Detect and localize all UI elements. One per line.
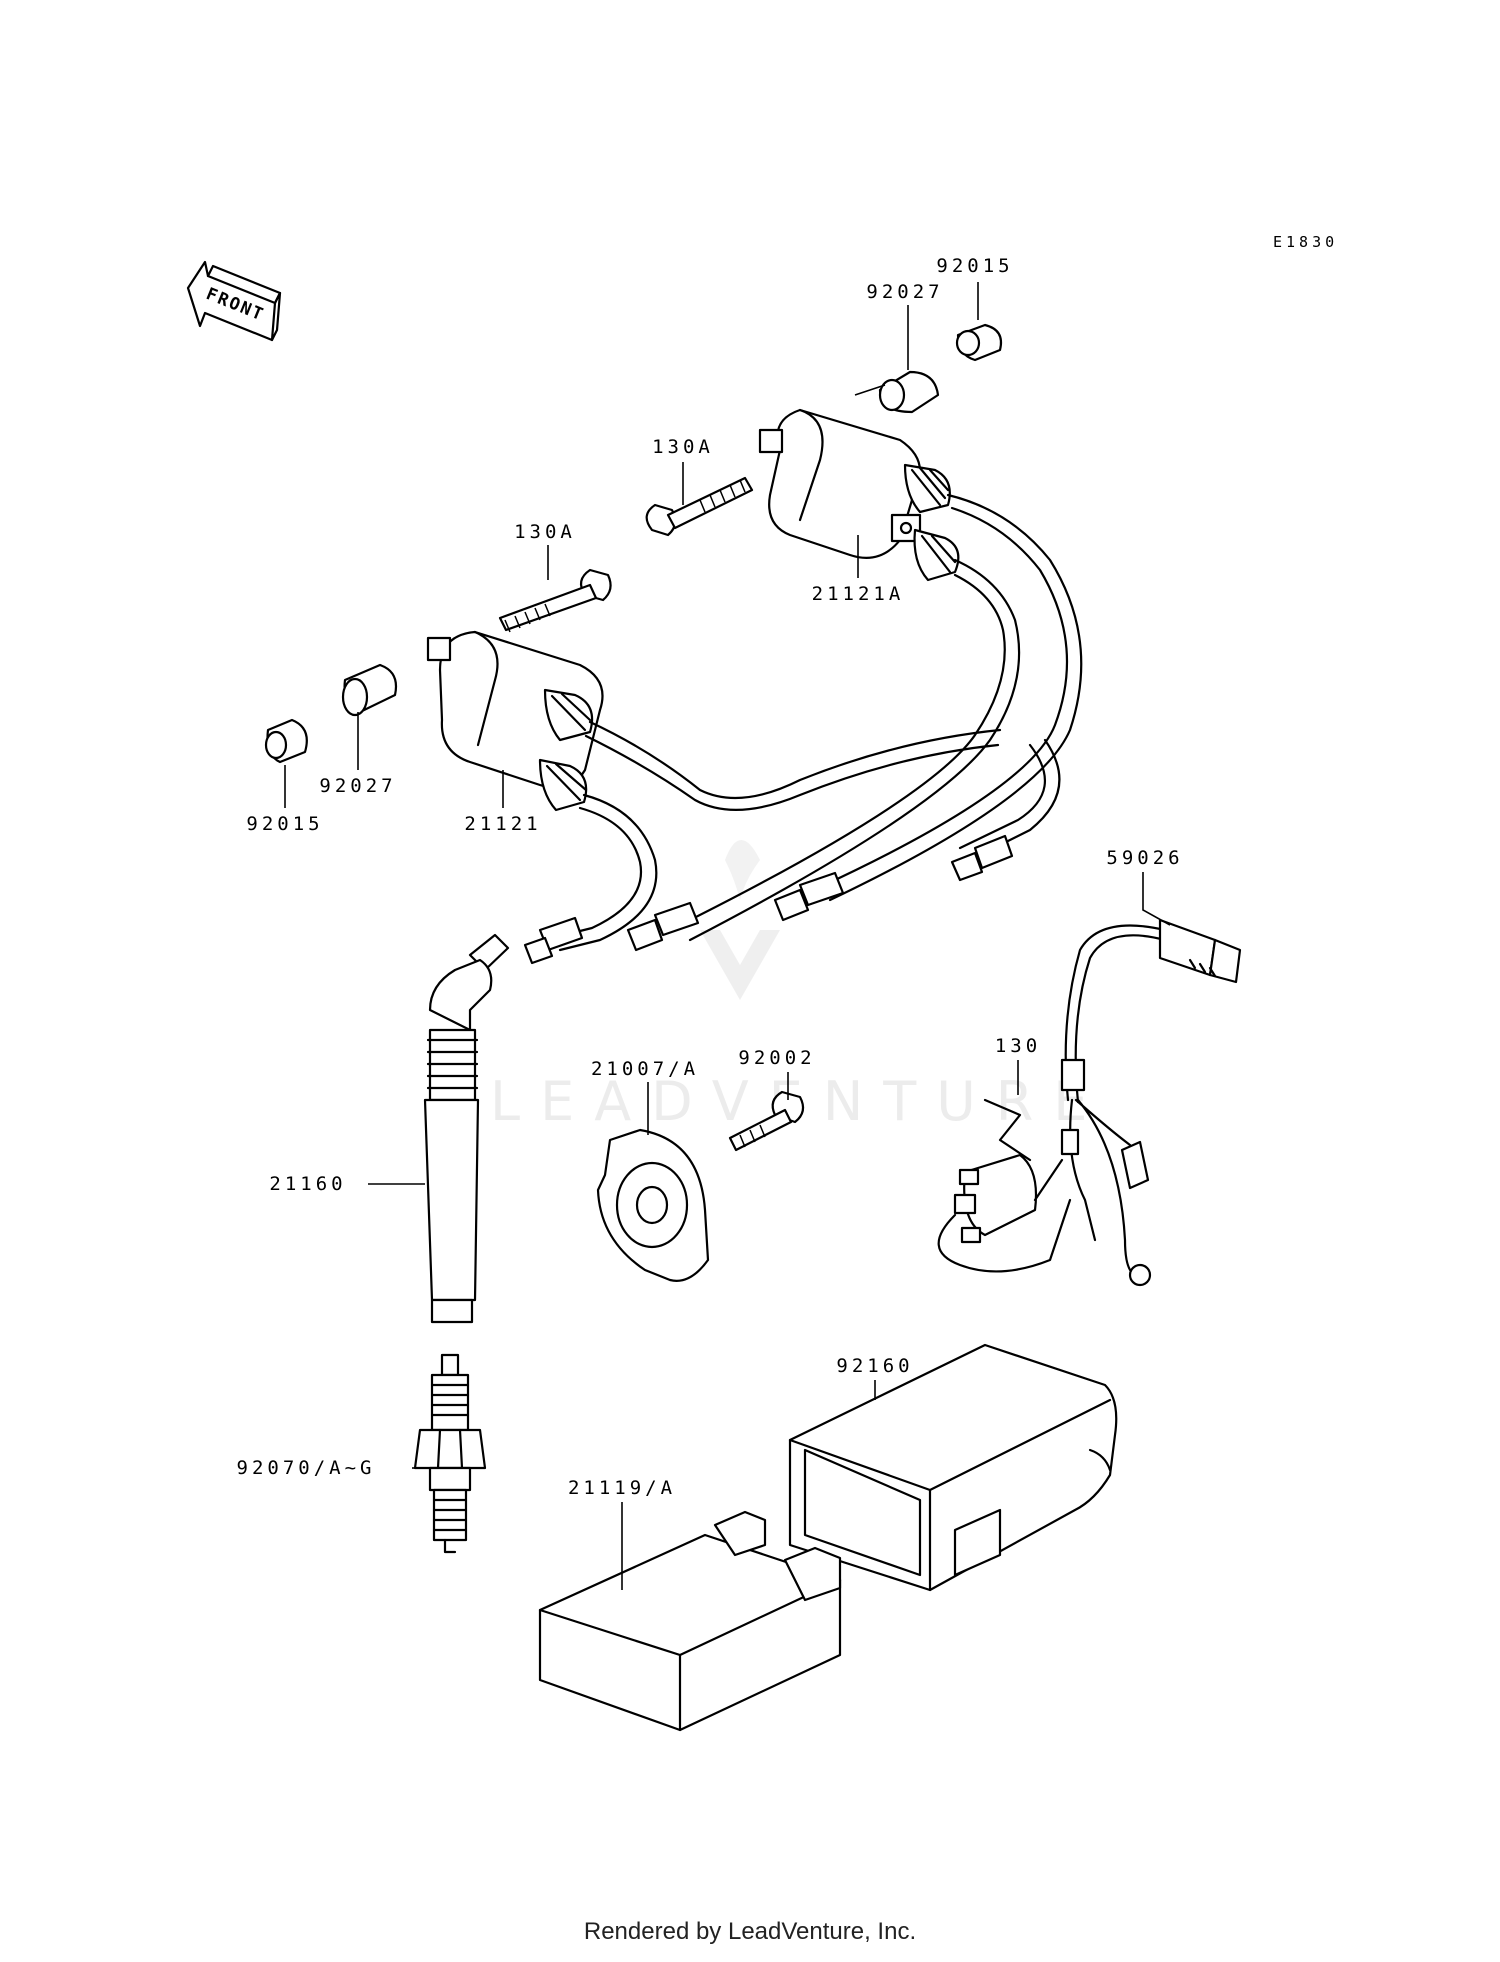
label-130a-upper: 130A: [652, 436, 714, 458]
label-21121a: 21121A: [812, 583, 905, 605]
upper-coil-cables: [678, 493, 1083, 942]
igniter-21119: [538, 1510, 842, 1732]
label-21121: 21121: [464, 813, 541, 835]
front-arrow-icon: FRONT: [186, 260, 282, 342]
label-59026: 59026: [1106, 847, 1183, 869]
bolt-130a-lower: [498, 568, 612, 633]
grommet-92027-upper: [878, 370, 940, 414]
diagram-ref-code: E1830: [1273, 233, 1338, 251]
label-92027-top: 92027: [866, 281, 943, 303]
label-92015-top: 92015: [936, 255, 1013, 277]
label-21007a: 21007/A: [591, 1058, 699, 1080]
footer-credit: Rendered by LeadVenture, Inc.: [583, 1918, 917, 1945]
label-92027-left: 92027: [319, 775, 396, 797]
bolt-92002: [728, 1090, 805, 1152]
label-92002: 92002: [738, 1047, 815, 1069]
label-21160: 21160: [269, 1173, 346, 1195]
grommet-92027-left: [341, 663, 398, 717]
label-130a-lower: 130A: [514, 521, 576, 543]
spark-plug-cap-21160: [423, 933, 510, 1324]
lower-coil-cables: [550, 720, 1002, 952]
collar-92015-left: [264, 718, 308, 764]
label-92160: 92160: [836, 1355, 913, 1377]
label-130: 130: [995, 1035, 1041, 1057]
cable-end-connectors: [523, 834, 1014, 965]
pickup-coil-59026: [937, 918, 1242, 1287]
collar-92015-upper: [955, 323, 1003, 362]
timing-rotor-21007: [596, 1128, 710, 1282]
label-92070: 92070/A~G: [237, 1457, 376, 1479]
spark-plug-92070: [413, 1353, 487, 1554]
ignition-coil-21121: [426, 630, 604, 812]
label-21119a: 21119/A: [568, 1477, 676, 1499]
label-92015-left: 92015: [246, 813, 323, 835]
leader-lines: [284, 282, 1171, 1590]
watermark: LEADVENTURE: [490, 840, 1087, 1133]
bolt-130a-upper: [645, 476, 754, 537]
ignition-coil-21121a: [758, 408, 960, 582]
module-92160: [788, 1343, 1118, 1592]
